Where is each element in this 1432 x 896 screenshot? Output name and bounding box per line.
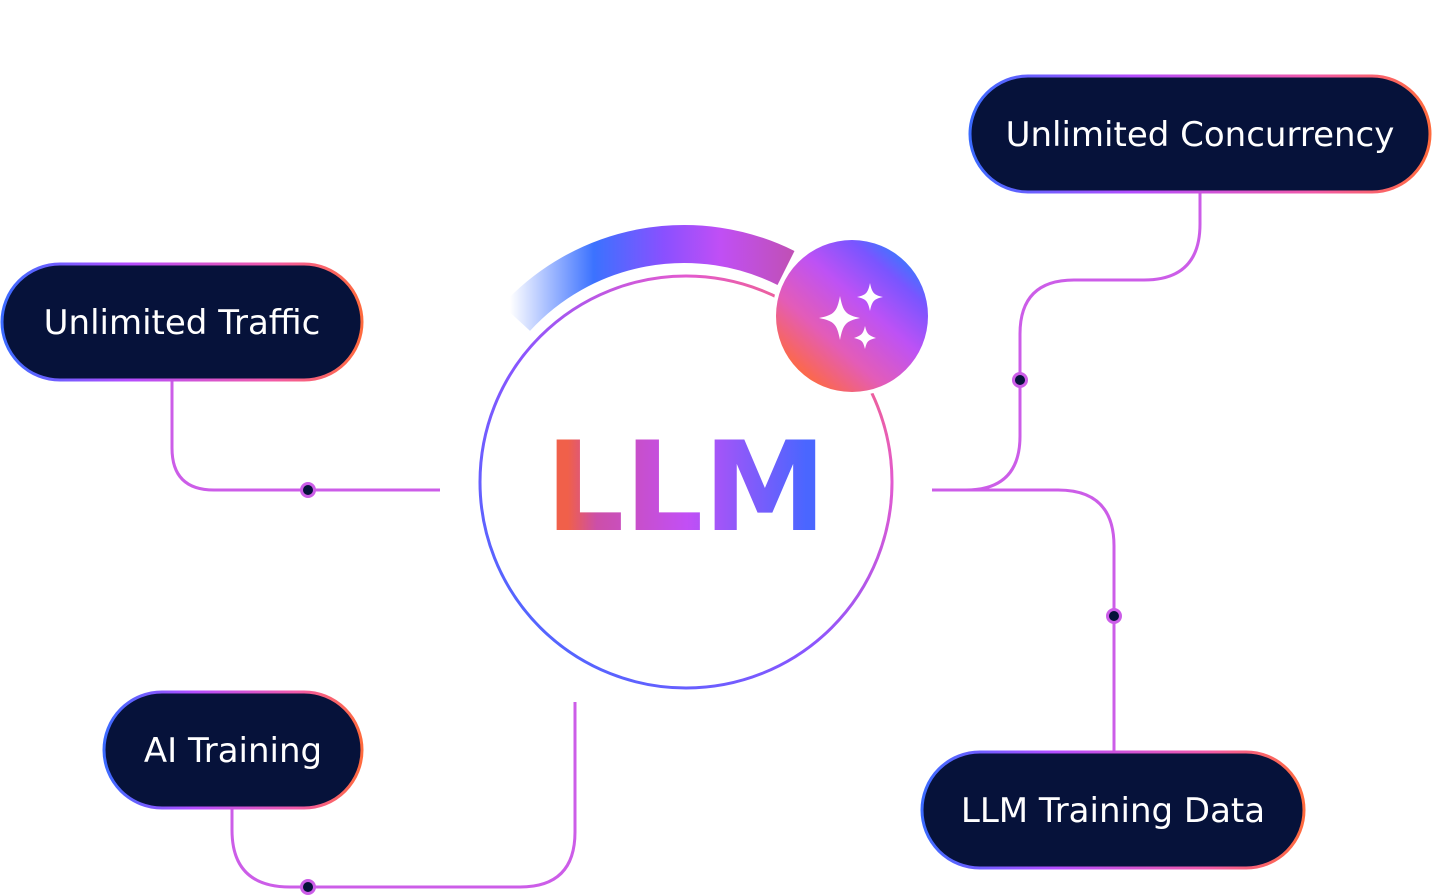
connector-ai-training [230,702,577,895]
llm-hub: LLM [478,225,894,690]
connector-unlimited-traffic [170,380,440,498]
node-unlimited-traffic[interactable]: Unlimited Traffic [0,262,364,382]
node-llm-training-data[interactable]: LLM Training Data [920,750,1306,870]
connector-llm-training-data [932,488,1122,752]
node-label: Unlimited Traffic [44,303,321,343]
node-label: Unlimited Concurrency [1006,115,1395,155]
connector-dot [1012,372,1028,388]
node-ai-training[interactable]: AI Training [102,690,364,810]
connector-dot [300,482,316,498]
hub-progress-arc [501,225,795,331]
hub-label: LLM [545,416,826,560]
connector-dot [1106,608,1122,624]
sparkles-badge[interactable] [772,236,932,396]
hub-ring [478,274,894,690]
sparkles-icon [819,283,883,349]
node-unlimited-concurrency[interactable]: Unlimited Concurrency [968,74,1432,194]
node-label: AI Training [144,731,322,771]
connector-dot [300,879,316,895]
connector-unlimited-concurrency [932,192,1202,492]
node-label: LLM Training Data [961,791,1265,831]
